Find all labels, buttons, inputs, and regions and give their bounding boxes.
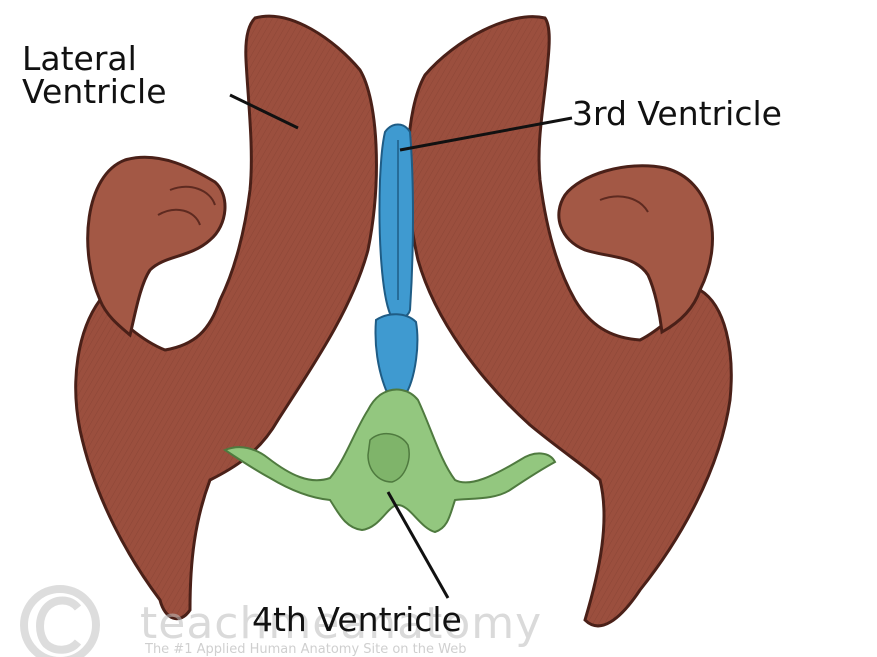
- watermark-tagline: The #1 Applied Human Anatomy Site on the…: [145, 642, 467, 657]
- label-lateral-line2: Ventricle: [22, 75, 167, 108]
- label-fourth-ventricle: 4th Ventricle: [252, 603, 462, 636]
- label-lateral-line1: Lateral: [22, 42, 167, 75]
- copyright-watermark-icon: [24, 589, 96, 657]
- label-third-ventricle: 3rd Ventricle: [572, 97, 782, 130]
- third-ventricle: [375, 125, 417, 397]
- label-lateral-ventricle: Lateral Ventricle: [22, 42, 167, 108]
